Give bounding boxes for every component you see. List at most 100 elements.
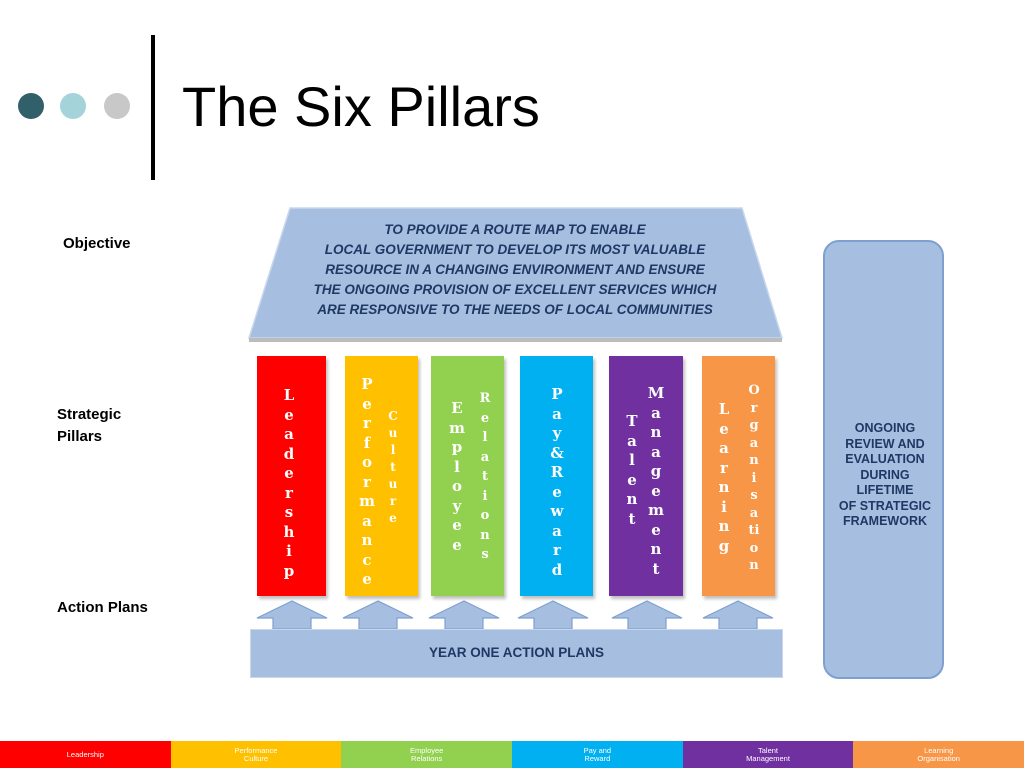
pillar-letter: t — [481, 469, 488, 484]
pillar-letter: d — [551, 560, 563, 579]
strategic-label-line1: Strategic — [57, 406, 122, 423]
strategic-label-line2: Pillars — [57, 428, 103, 445]
up-arrow-4 — [517, 600, 589, 630]
slide-title: The Six Pillars — [182, 75, 540, 138]
pillar-letter: s — [481, 547, 489, 562]
up-arrow-3 — [428, 600, 500, 630]
pillar-letter: o — [451, 477, 462, 495]
strategic-pillars-label: Strategic Pillars — [57, 404, 121, 448]
footer-talent-management: Talent Management — [682, 741, 854, 768]
roof-shadow — [249, 338, 782, 342]
pillar-letter: a — [480, 449, 490, 465]
review-line-7: FRAMEWORK — [842, 514, 927, 528]
pillar-letter: o — [361, 453, 372, 471]
pillar-letter: c — [362, 550, 372, 569]
objective-line-2: LOCAL GOVERNMENT TO DEVELOP ITS MOST VAL… — [324, 242, 706, 257]
objective-line-3: RESOURCE IN A CHANGING ENVIRONMENT AND E… — [325, 262, 705, 277]
pillar-letter: m — [359, 492, 375, 510]
pillar-letter: a — [284, 425, 294, 443]
pillar-letter: y — [452, 496, 462, 515]
up-arrow-5 — [611, 600, 683, 630]
action-plans-base — [250, 629, 783, 678]
pillar-letter: u — [388, 426, 398, 440]
decor-dot-grey — [104, 93, 130, 119]
pillar-letter: e — [627, 470, 637, 489]
pillar-letter: M — [647, 384, 665, 402]
pillar-performance-culture — [345, 356, 418, 596]
pillar-letter: R — [550, 463, 564, 481]
pillar-letter: a — [651, 403, 661, 422]
pillar-letter: e — [452, 535, 462, 554]
pillar-letter: L — [718, 400, 730, 418]
pillar-letter: r — [363, 414, 371, 432]
action-arrows — [256, 600, 774, 630]
pillar-letter: e — [480, 410, 490, 426]
pillar-letter: a — [651, 442, 661, 461]
pillar-letter: n — [626, 490, 638, 508]
pillar-letter: n — [650, 423, 662, 441]
pillar-leadership — [257, 356, 326, 596]
pillar-letter: g — [749, 418, 759, 433]
pillar-letter: i — [721, 497, 727, 516]
pillar-letter: l — [482, 430, 488, 445]
pillar-letter: r — [285, 483, 293, 502]
pillar-letter: e — [719, 419, 729, 438]
pillar-letter: n — [749, 453, 759, 468]
footer-pay-reward: Pay and Reward — [512, 741, 683, 768]
up-arrow-6 — [702, 600, 774, 630]
pillar-letter: e — [284, 405, 294, 424]
objective-label-text: Objective — [63, 235, 131, 252]
pillar-letter: l — [629, 451, 635, 469]
pillar-letter: e — [362, 394, 372, 413]
pillar-pay-reward — [520, 356, 593, 596]
pillar-letter: d — [283, 444, 295, 463]
title-divider — [151, 35, 155, 180]
pillar-letter: e — [389, 511, 397, 525]
pillar-letter: n — [718, 478, 730, 496]
pillar-letter: e — [284, 464, 294, 482]
review-line-5: LIFETIME — [856, 483, 914, 497]
pillar-letter: e — [651, 481, 661, 500]
decor-dot-teal — [60, 93, 86, 119]
action-plans-label-text: Action Plans — [57, 599, 148, 616]
footer-employee-relations: Employee Relations — [341, 741, 513, 768]
pillar-letter: e — [362, 570, 372, 588]
pillar-letter: w — [550, 502, 564, 520]
review-line-1: ONGOING — [854, 421, 916, 435]
action-plans-label: Action Plans — [57, 597, 148, 619]
objective-label: Objective — [63, 233, 131, 255]
pillar-letter: p — [451, 438, 463, 456]
pillar-letter: T — [626, 412, 638, 430]
pillar-letter: a — [362, 511, 372, 530]
pillar-letter: t — [628, 509, 636, 528]
objective-line-5: ARE RESPONSIVE TO THE NEEDS OF LOCAL COM… — [317, 302, 713, 317]
pillar-letter: a — [749, 505, 759, 521]
pillar-letter: r — [389, 494, 397, 508]
footer-learning-organisation: Learning Organisation — [853, 741, 1024, 768]
pillar-letter: i — [286, 542, 292, 560]
pillar-employee-relations — [431, 356, 504, 596]
pillar-letter: r — [363, 472, 371, 491]
pillar-letter: h — [283, 522, 295, 541]
pillar-letter: a — [552, 521, 562, 540]
review-line-2: REVIEW AND — [845, 436, 925, 451]
review-text: ONGOING REVIEW AND EVALUATION DURING LIF… — [823, 421, 947, 530]
objective-line-1: TO PROVIDE A ROUTE MAP TO ENABLE — [384, 222, 646, 237]
up-arrow-1 — [256, 600, 328, 630]
pillar-letter: s — [750, 488, 758, 503]
review-line-3: EVALUATION — [845, 452, 925, 466]
objective-line-4: THE ONGOING PROVISION OF EXCELLENT SERVI… — [313, 282, 717, 297]
pillar-letter: t — [652, 559, 660, 578]
pillar-letter: o — [480, 508, 490, 523]
pillar-letter: s — [284, 503, 294, 521]
pillar-letter: e — [552, 482, 562, 501]
pillar-letter: n — [361, 531, 373, 549]
pillar-letter: a — [719, 439, 729, 457]
